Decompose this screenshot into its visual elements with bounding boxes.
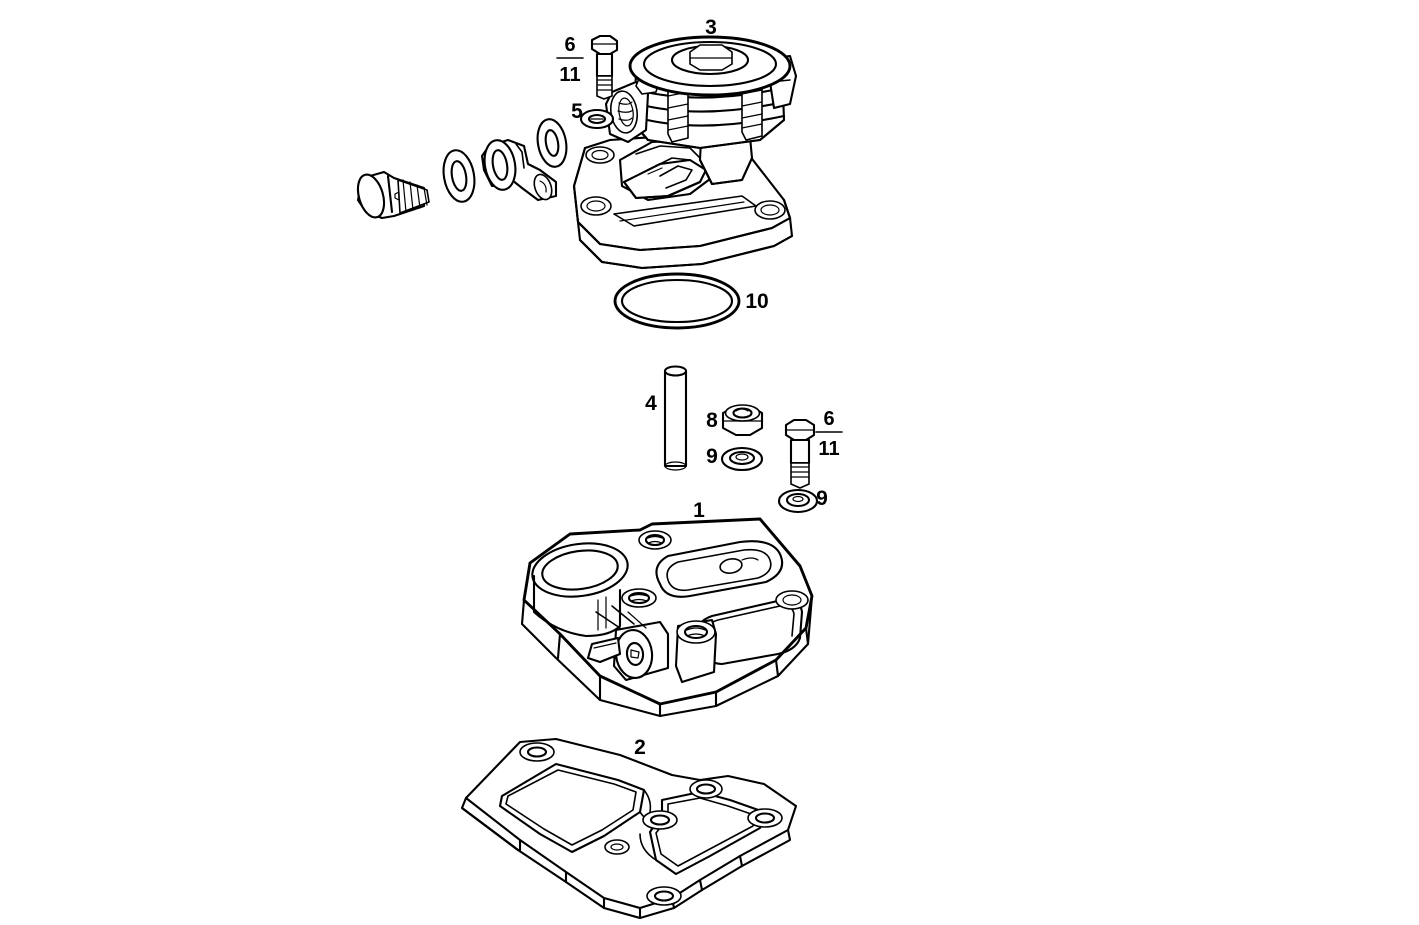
housing-oval-recess	[655, 540, 784, 598]
housing-front-boss	[586, 620, 670, 682]
banjo-bolt	[356, 170, 430, 220]
callout-label-10: 10	[745, 290, 768, 313]
housing-threaded-post	[674, 618, 718, 684]
part-gasket: 2	[460, 736, 798, 920]
callout-label-6-upper: 6	[564, 34, 575, 56]
callout-label-5: 5	[571, 100, 583, 123]
banjo-bolt-assembly	[356, 118, 568, 220]
callout-label-4: 4	[645, 392, 657, 415]
valve-body-top-cap	[628, 35, 792, 97]
part-flat-washer-lower: 9	[777, 487, 828, 514]
callout-3: 3	[705, 16, 717, 39]
gasket-bolt-holes	[519, 742, 783, 906]
callout-6-11-lower: 6 11	[815, 408, 843, 460]
callout-label-6-lower: 6	[823, 408, 834, 430]
part-flat-washer-upper: 9	[706, 445, 764, 472]
callout-6-11-upper: 6 11	[556, 34, 584, 86]
banjo-washer-outer	[442, 149, 476, 203]
part-hex-bolt-lower: 6 11	[784, 408, 843, 489]
callout-label-3: 3	[705, 16, 717, 39]
callout-label-11-upper: 11	[559, 64, 580, 86]
callout-label-1: 1	[693, 499, 705, 522]
part-pump-housing: 1	[520, 499, 814, 718]
housing-bolt-bosses	[621, 530, 809, 610]
callout-label-2: 2	[634, 736, 646, 759]
part-sealing-washer: 5	[571, 100, 615, 130]
housing-main-bore	[531, 542, 629, 638]
callout-label-8: 8	[706, 409, 718, 432]
banjo-fitting	[480, 138, 558, 202]
part-dowel-pin: 4	[645, 365, 688, 471]
part-hex-nut: 8	[706, 404, 764, 437]
callout-label-11-lower: 11	[818, 438, 839, 460]
callout-label-9-upper: 9	[706, 445, 718, 468]
part-o-ring: 10	[613, 272, 769, 330]
part-hex-bolt-upper: 6 11	[556, 34, 619, 100]
part-valve-body	[572, 35, 798, 270]
callout-label-9-lower: 9	[816, 487, 828, 510]
banjo-washer-inner	[536, 118, 568, 168]
